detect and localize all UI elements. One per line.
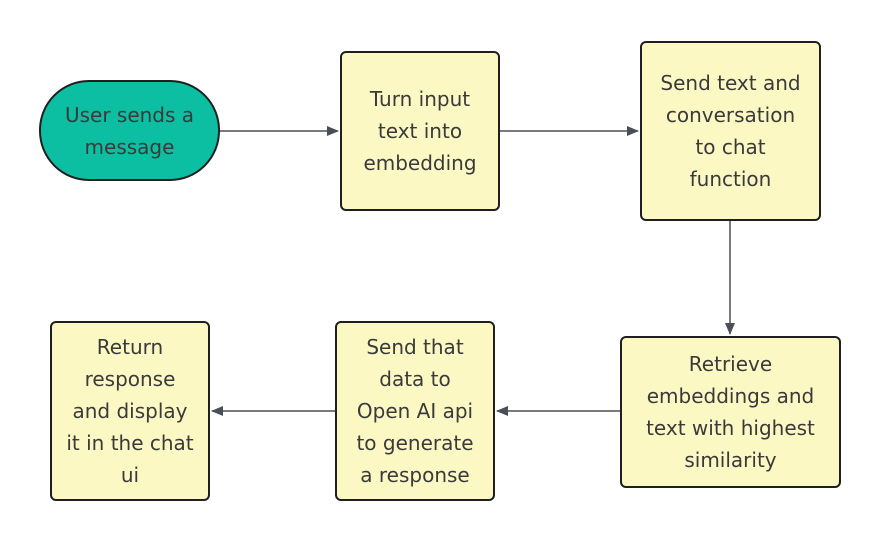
node-return-response: Return response and display it in the ch… <box>50 321 210 501</box>
node-send-text-to-chat-function: Send text and conversation to chat funct… <box>640 41 821 221</box>
node-send-to-openai: Send that data to Open AI api to generat… <box>335 321 495 501</box>
node-retrieve-embeddings: Retrieve embeddings and text with highes… <box>620 336 841 488</box>
node-turn-input-into-embedding: Turn input text into embedding <box>340 51 500 211</box>
node-user-sends-message: User sends a message <box>39 80 220 181</box>
